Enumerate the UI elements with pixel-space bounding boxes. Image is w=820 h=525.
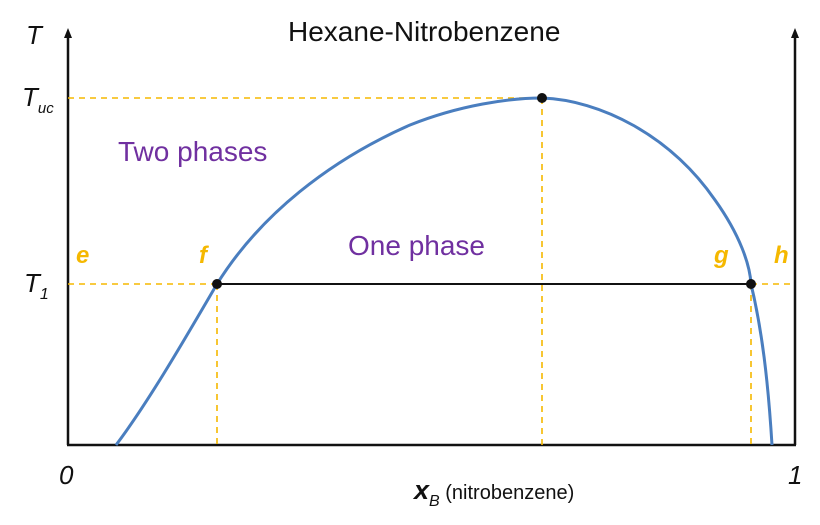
point-g-label: g	[714, 242, 729, 269]
critical-point	[537, 93, 547, 103]
x-axis-label-sub: B	[429, 493, 440, 510]
x-tick-zero: 0	[59, 460, 74, 490]
chart-title: Hexane-Nitrobenzene	[288, 16, 561, 47]
y-tick-t1-main: T	[24, 268, 40, 298]
x-tick-one: 1	[788, 460, 803, 490]
x-axis-label-paren: (nitrobenzene)	[439, 482, 575, 504]
y-axis-left-arrow	[64, 28, 72, 38]
point-e-label: e	[76, 242, 90, 269]
one-phase-label: One phase	[348, 230, 485, 261]
x-axis-label: xB (nitrobenzene)	[414, 477, 574, 510]
y-tick-tuc-main: T	[22, 82, 38, 112]
y-tick-t1-sub: 1	[39, 286, 49, 303]
y-axis-label: T	[26, 20, 42, 50]
y-axis-right-arrow	[791, 28, 799, 38]
y-tick-t1: T1	[24, 270, 49, 303]
y-tick-tuc-sub: uc	[37, 100, 54, 117]
point-f-marker	[212, 279, 222, 289]
x-axis-label-main: x	[414, 475, 430, 505]
point-h-label: h	[774, 242, 789, 269]
two-phases-label: Two phases	[118, 136, 268, 167]
point-f-label: f	[199, 242, 207, 269]
y-tick-tuc: Tuc	[22, 84, 54, 116]
point-g-marker	[746, 279, 756, 289]
